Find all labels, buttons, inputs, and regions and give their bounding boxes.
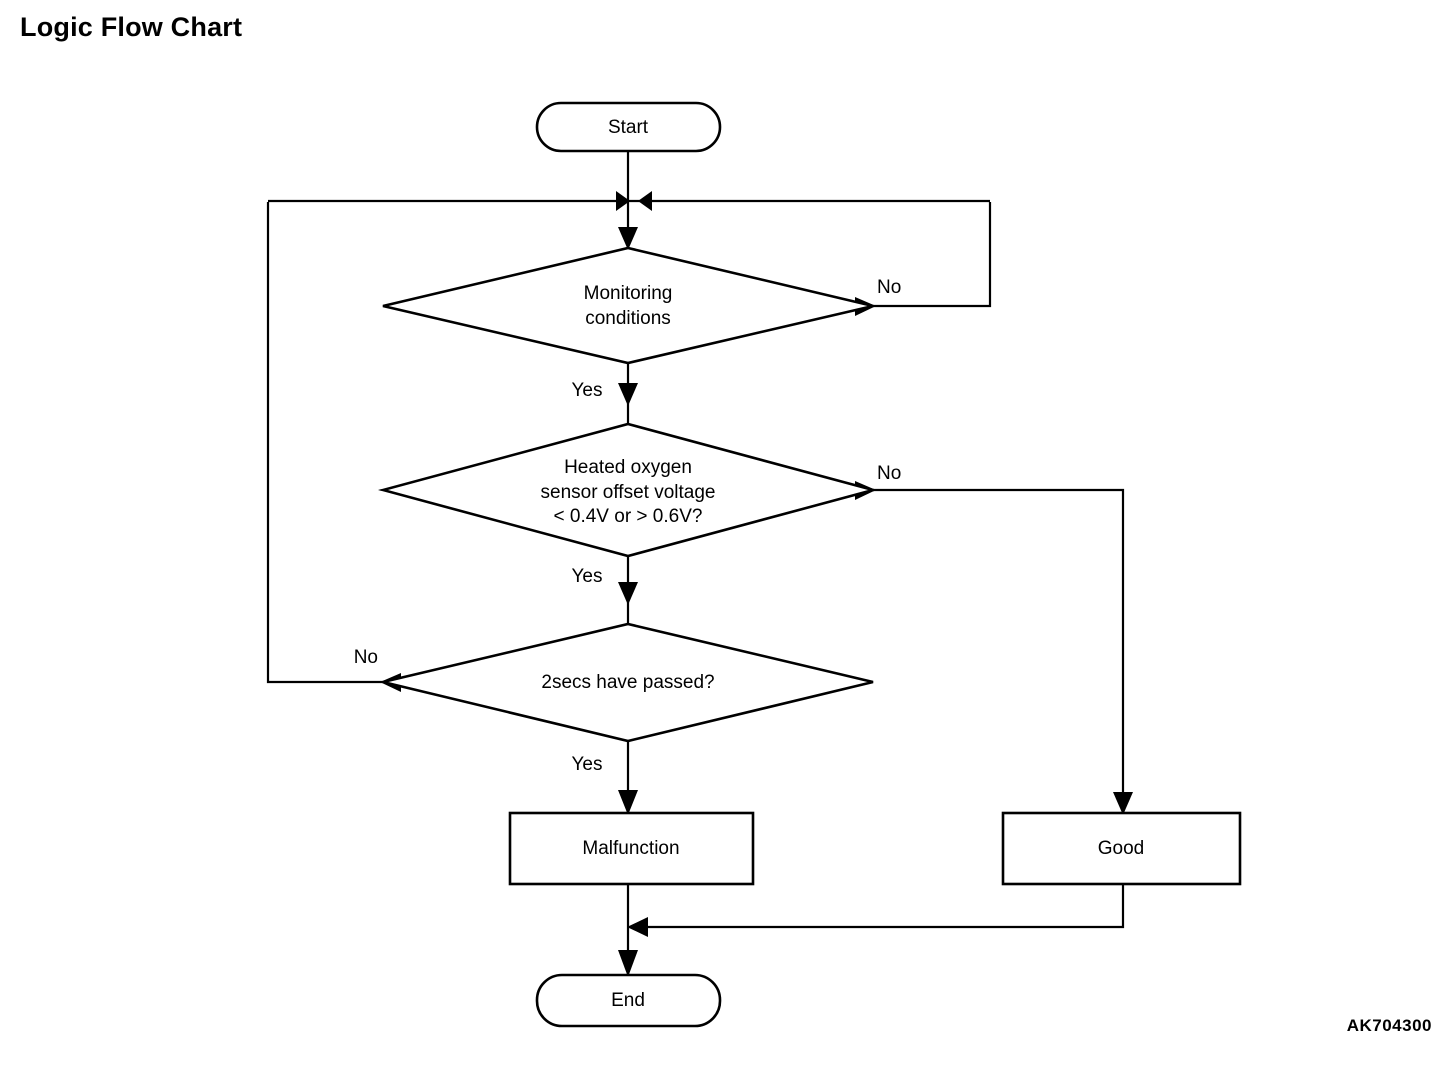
edge-voltage-yes xyxy=(618,556,638,624)
node-end[interactable]: End xyxy=(535,973,722,1028)
start-label: Start xyxy=(608,117,649,138)
monitoring-label-line1: Monitoring xyxy=(584,283,673,304)
malfunction-shape[interactable] xyxy=(508,811,755,886)
voltage-label-line2: sensor offset voltage xyxy=(541,482,716,503)
node-start[interactable]: Start xyxy=(535,101,722,153)
label-voltage-yes: Yes xyxy=(572,566,603,587)
edge-monitoring-no xyxy=(855,202,992,316)
node-good[interactable]: Good xyxy=(1001,811,1242,886)
edge-good-to-end xyxy=(627,884,1125,937)
malfunction-label: Malfunction xyxy=(582,838,679,859)
voltage-label-line3: < 0.4V or > 0.6V? xyxy=(554,506,703,527)
timer-shape[interactable] xyxy=(382,622,874,743)
node-timer-check[interactable]: 2secs have passed? xyxy=(382,622,874,743)
good-label: Good xyxy=(1098,838,1144,859)
node-voltage-check[interactable]: Heated oxygen sensor offset voltage < 0.… xyxy=(378,422,878,558)
edge-timer-no xyxy=(266,202,401,692)
timer-label: 2secs have passed? xyxy=(541,672,714,693)
edge-junction-to-monitoring xyxy=(618,201,638,250)
edge-monitoring-yes xyxy=(618,363,638,424)
end-label: End xyxy=(611,990,645,1011)
edge-voltage-no xyxy=(855,481,1133,815)
watermark-code: AK704300 xyxy=(1346,1016,1432,1035)
label-voltage-no: No xyxy=(877,463,901,484)
label-timer-no: No xyxy=(354,647,378,668)
monitoring-shape[interactable] xyxy=(382,246,874,365)
voltage-shape[interactable] xyxy=(378,422,878,558)
arrow-good-merge xyxy=(627,917,648,937)
label-monitoring-yes: Yes xyxy=(572,380,603,401)
end-shape[interactable] xyxy=(535,973,722,1028)
page-title: Logic Flow Chart xyxy=(20,12,243,42)
node-monitoring-conditions[interactable]: Monitoring conditions xyxy=(382,246,874,365)
good-shape[interactable] xyxy=(1001,811,1242,886)
edge-malfunction-to-end xyxy=(618,884,638,977)
voltage-label-line1: Heated oxygen xyxy=(564,457,692,478)
junction-arrow-right xyxy=(638,191,652,211)
monitoring-label-line2: conditions xyxy=(585,308,671,329)
junction-arrow-left xyxy=(616,191,630,211)
label-timer-yes: Yes xyxy=(572,754,603,775)
start-shape[interactable] xyxy=(535,101,722,153)
label-monitoring-no: No xyxy=(877,277,901,298)
edge-timer-yes xyxy=(618,741,638,815)
node-malfunction[interactable]: Malfunction xyxy=(508,811,755,886)
